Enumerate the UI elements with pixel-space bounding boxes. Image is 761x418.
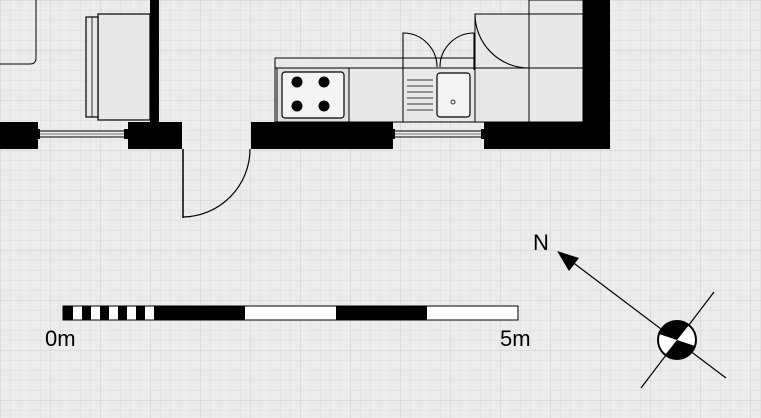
burner [318, 76, 330, 88]
cabinet-double-door[interactable] [402, 32, 475, 70]
north-label: N [533, 230, 549, 255]
burner [291, 76, 303, 88]
north-arrow-icon [557, 251, 579, 271]
drain [450, 99, 456, 105]
corner-cabinets [474, 0, 584, 123]
wall-left-segment [0, 122, 38, 149]
window-right[interactable] [391, 129, 485, 139]
wall-vertical-right [583, 0, 610, 149]
burner [318, 100, 330, 112]
wall-middle-left [128, 122, 182, 149]
scale-start-label: 0m [45, 326, 76, 351]
appliance-cabinet[interactable] [85, 13, 151, 121]
entry-door[interactable] [182, 148, 251, 218]
burner [291, 100, 303, 112]
walls [0, 0, 610, 149]
compass [557, 251, 727, 389]
wall-vertical-left [150, 0, 159, 124]
furniture-outline [0, 0, 37, 65]
cabinet-door-swing [474, 13, 530, 69]
compass-rose-icon [657, 320, 697, 360]
compass-axis [566, 257, 727, 379]
scale-bar [62, 305, 519, 321]
window-left[interactable] [36, 129, 129, 139]
sink-icon[interactable] [402, 67, 476, 123]
wall-middle [251, 122, 393, 149]
stove-icon[interactable] [276, 67, 350, 123]
door-swing-icon [182, 148, 251, 218]
window-icon [36, 129, 40, 139]
scale-end-label: 5m [500, 326, 531, 351]
